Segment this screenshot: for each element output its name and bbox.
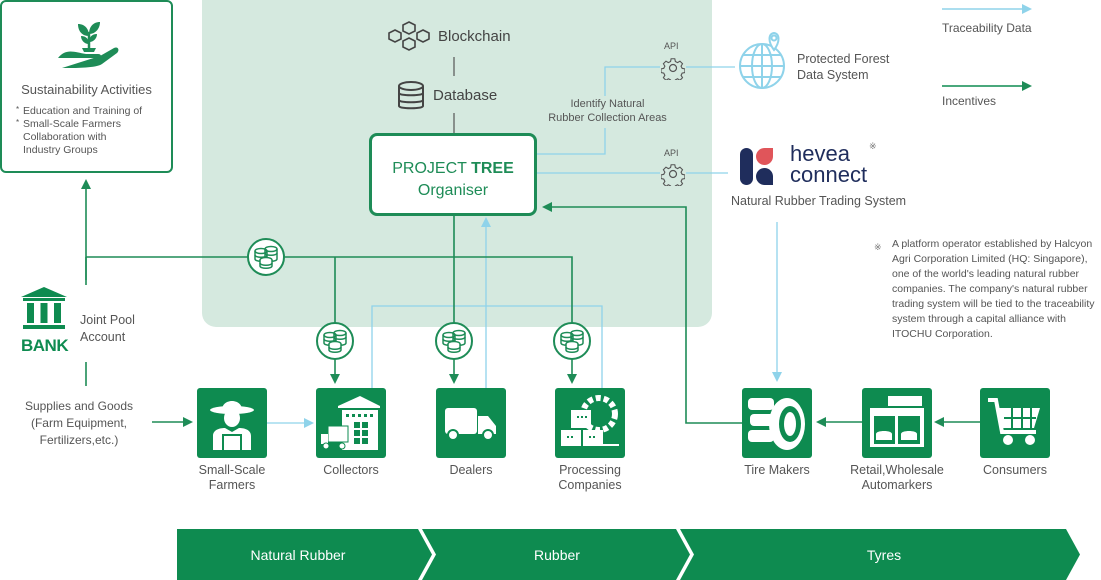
- joint-pool-line-2: Account: [80, 330, 126, 344]
- supplies-line-1: Supplies and Goods: [24, 399, 134, 413]
- hevea-footnote: ※ A platform operator established by Hal…: [874, 237, 1101, 342]
- tires-icon: [748, 398, 805, 450]
- hevea-connect-logo: hevea connect: [740, 143, 880, 188]
- gear-icon: [661, 58, 685, 80]
- tile-small-scale-farmers[interactable]: [197, 388, 267, 458]
- actor-line-1: Consumers: [983, 463, 1047, 477]
- joint-pool-label: Joint Pool Account: [80, 312, 135, 346]
- blockchain-icon: [388, 21, 430, 51]
- database-label: Database: [433, 87, 498, 104]
- organiser-name-bold: TREE: [471, 160, 514, 177]
- tile-consumers[interactable]: [980, 388, 1050, 458]
- actor-line-1: Retail,Wholesale: [850, 463, 944, 477]
- api-label: API: [664, 41, 679, 51]
- bank-icon-text: BANK: [21, 336, 69, 355]
- note-text: A platform operator established by Halcy…: [892, 238, 1095, 340]
- sustainability-list: Education and Training of Small-Scale Fa…: [16, 103, 142, 157]
- blockchain-label: Blockchain: [438, 28, 511, 45]
- connect-word: connect: [790, 162, 868, 187]
- legend-incentives: Incentives: [942, 94, 997, 108]
- tile-tire-makers[interactable]: [742, 388, 812, 458]
- collectors-processing-trace: [371, 305, 603, 388]
- coins-icon: [435, 322, 473, 360]
- tile-dealers[interactable]: [436, 388, 506, 458]
- identify-trace-line: [537, 128, 606, 155]
- hevea-word: hevea: [790, 141, 850, 166]
- hevea-logo-bar: [740, 148, 753, 185]
- gear-icon: [661, 164, 685, 186]
- hand-plant-icon: [58, 22, 119, 68]
- forest-line-1: Protected Forest: [797, 52, 890, 66]
- label-tire-makers: Tire Makers: [717, 463, 837, 478]
- hevea-logo-leaf: [756, 148, 773, 165]
- coin-stack-glyph: [442, 329, 466, 353]
- truck-icon: [445, 408, 496, 441]
- sustainability-title: Sustainability Activities: [21, 82, 152, 97]
- actor-line-1: Small-Scale: [198, 463, 266, 477]
- joint-pool-line-1: Joint Pool: [80, 313, 135, 327]
- supplies-line-3: Fertilizers,etc.): [39, 433, 119, 447]
- warehouse-icon: [321, 396, 380, 450]
- hevea-note-mark: ※: [869, 141, 877, 151]
- legend-traceability: Traceability Data: [942, 21, 1032, 35]
- sustainability-item-cont: Industry Groups: [23, 144, 98, 156]
- supplies-line-2: (Farm Equipment,: [30, 416, 128, 430]
- api-label: API: [664, 148, 679, 158]
- database-icon: [398, 81, 424, 110]
- stage-label-natural-rubber: Natural Rubber: [250, 547, 346, 563]
- actor-line-2: Companies: [558, 478, 622, 492]
- identify-api-line: [604, 66, 660, 96]
- coin-stack-glyph: [254, 245, 278, 269]
- project-tree-organiser: PROJECT TREE Organiser: [369, 133, 537, 216]
- sustainability-item: Education and Training of: [16, 103, 142, 118]
- supplies-label: Supplies and Goods (Farm Equipment, Fert…: [8, 398, 150, 449]
- tiremakers-organiser-incentive: [542, 202, 742, 424]
- actor-line-1: Processing: [559, 463, 621, 477]
- note-mark: ※: [874, 242, 882, 252]
- trading-system-label: Natural Rubber Trading System: [731, 194, 907, 208]
- tile-collectors[interactable]: [316, 388, 386, 458]
- dealership-icon: [870, 396, 924, 447]
- organiser-role: Organiser: [417, 182, 489, 199]
- actor-line-1: Tire Makers: [744, 463, 810, 477]
- coin-stack-glyph: [323, 329, 347, 353]
- forest-system-label: Protected Forest Data System: [797, 51, 889, 83]
- coins-icon: [316, 322, 354, 360]
- actor-line-1: Collectors: [323, 463, 379, 477]
- globe-pin-icon: [739, 31, 785, 89]
- actor-line-2: Automarkers: [861, 478, 933, 492]
- forest-line-2: Data System: [797, 68, 869, 82]
- coins-icon: [553, 322, 591, 360]
- factory-gear-icon: [561, 395, 619, 446]
- sustainability-item: Small-Scale Farmers: [16, 116, 142, 131]
- incentive-distribution-line: [86, 256, 577, 384]
- tile-processing-companies[interactable]: [555, 388, 625, 458]
- sustainability-item-cont: Collaboration with: [23, 131, 107, 143]
- actor-line-2: Farmers: [208, 478, 256, 492]
- tile-retail-wholesale[interactable]: [862, 388, 932, 458]
- actor-line-1: Dealers: [449, 463, 493, 477]
- stage-label-tyres: Tyres: [866, 547, 902, 563]
- organiser-name-regular: PROJECT: [392, 160, 472, 177]
- label-dealers: Dealers: [411, 463, 531, 478]
- identify-areas-label: Identify Natural Rubber Collection Areas: [540, 97, 675, 125]
- stage-label-rubber: Rubber: [534, 547, 580, 563]
- label-consumers: Consumers: [955, 463, 1075, 478]
- coin-stack-glyph: [560, 329, 584, 353]
- sustainability-box: Sustainability Activities Education and …: [0, 0, 173, 173]
- label-collectors: Collectors: [291, 463, 411, 478]
- coins-icon: [247, 238, 285, 276]
- hevea-logo-drop: [756, 168, 773, 185]
- identify-line-2: Rubber Collection Areas: [548, 112, 667, 124]
- farmer-icon: [210, 401, 254, 450]
- identify-line-1: Identify Natural: [570, 98, 645, 110]
- bank-icon: [21, 287, 67, 329]
- shopping-cart-icon: [988, 398, 1040, 445]
